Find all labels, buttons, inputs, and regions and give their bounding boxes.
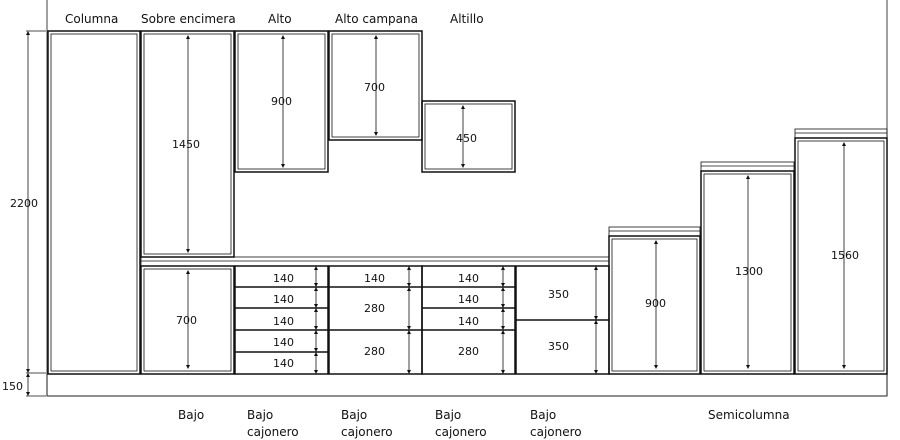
cajonero4-dim-2: 350 bbox=[548, 340, 569, 353]
altillo-cabinet bbox=[421, 100, 516, 173]
bajo-dim: 700 bbox=[176, 314, 197, 327]
plinth bbox=[46, 373, 888, 397]
sobre-encimera-door bbox=[143, 33, 232, 255]
semicolumna-2 bbox=[700, 161, 795, 375]
label-bajo: Bajo bbox=[178, 408, 204, 422]
cajonero3-dim-4: 280 bbox=[458, 345, 479, 358]
semicolumna-3 bbox=[794, 128, 888, 375]
label-bajo-cajonero-3-line2: cajonero bbox=[435, 425, 487, 439]
semicolumna3-dim: 1560 bbox=[831, 249, 859, 262]
label-alto-campana: Alto campana bbox=[335, 12, 418, 26]
label-bajo-cajonero-1-line1: Bajo bbox=[247, 408, 273, 422]
cajonero1-dim-1: 140 bbox=[273, 272, 294, 285]
label-semicolumna: Semicolumna bbox=[708, 408, 790, 422]
alto-campana-dim: 700 bbox=[364, 81, 385, 94]
cajonero3-dim-3: 140 bbox=[458, 315, 479, 328]
label-bajo-cajonero-2-line1: Bajo bbox=[341, 408, 367, 422]
sobre-encimera-dim: 1450 bbox=[172, 138, 200, 151]
alto-dim: 900 bbox=[271, 95, 292, 108]
columna-cabinet bbox=[47, 30, 141, 375]
plinth-height-label: 150 bbox=[2, 380, 23, 393]
bajo-door bbox=[143, 268, 232, 372]
cajonero3-dim-1: 140 bbox=[458, 272, 479, 285]
label-altillo: Altillo bbox=[450, 12, 484, 26]
cajonero1-dim-4: 140 bbox=[273, 336, 294, 349]
altillo-dim: 450 bbox=[456, 132, 477, 145]
alto-cabinet bbox=[234, 30, 329, 173]
cajonero3-dim-2: 140 bbox=[458, 293, 479, 306]
label-alto: Alto bbox=[268, 12, 292, 26]
label-bajo-cajonero-2-line2: cajonero bbox=[341, 425, 393, 439]
altillo-door bbox=[424, 103, 513, 170]
alto-campana-cabinet bbox=[328, 30, 423, 141]
cajonero2-dim-2: 280 bbox=[364, 302, 385, 315]
semicolumna1-dim: 900 bbox=[645, 297, 666, 310]
bajo-cajonero-4 bbox=[515, 265, 610, 375]
cajonero2-dim-1: 140 bbox=[364, 272, 385, 285]
label-bajo-cajonero-3-line1: Bajo bbox=[435, 408, 461, 422]
label-bajo-cajonero-1-line2: cajonero bbox=[247, 425, 299, 439]
label-bajo-cajonero-4-line1: Bajo bbox=[530, 408, 556, 422]
label-bajo-cajonero-4-line2: cajonero bbox=[530, 425, 582, 439]
alto-campana-door bbox=[331, 33, 420, 138]
cajonero1-dim-5: 140 bbox=[273, 357, 294, 370]
semicolumna-1 bbox=[608, 226, 701, 375]
cajonero1-dim-2: 140 bbox=[273, 293, 294, 306]
alto-door bbox=[237, 33, 326, 170]
overall-height-label: 2200 bbox=[10, 197, 38, 210]
columna-door bbox=[50, 33, 138, 372]
bajo-cajonero-3 bbox=[421, 265, 516, 375]
label-sobre-encimera: Sobre encimera bbox=[141, 12, 236, 26]
semicolumna2-dim: 1300 bbox=[735, 265, 763, 278]
bajo-cabinet bbox=[140, 265, 235, 375]
countertop bbox=[140, 256, 610, 267]
label-columna: Columna bbox=[65, 12, 118, 26]
cajonero4-dim-1: 350 bbox=[548, 288, 569, 301]
cajonero2-dim-3: 280 bbox=[364, 345, 385, 358]
cajonero1-dim-3: 140 bbox=[273, 315, 294, 328]
bajo-cajonero-1 bbox=[234, 265, 329, 375]
